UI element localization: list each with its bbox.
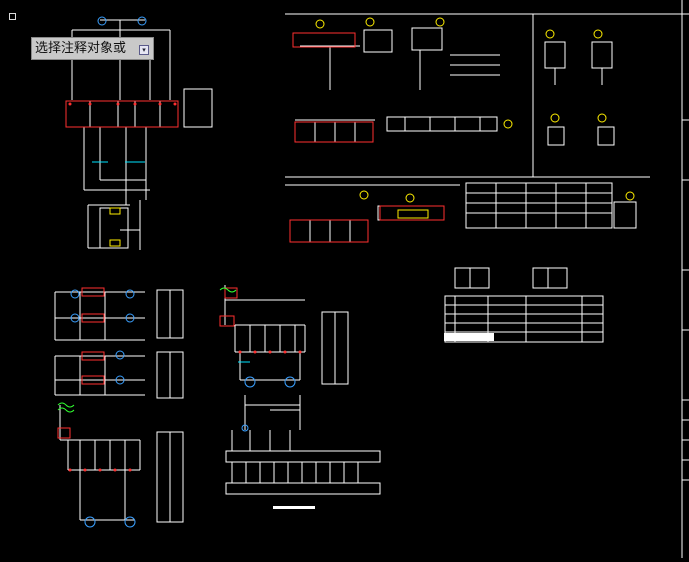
prompt-text: 选择注释对象或 [35,41,127,56]
middle-right-block [285,182,637,289]
terminal-dots [68,102,302,472]
colored-symbols [57,16,635,528]
viewport-corner-box [9,13,16,20]
prompt-dropdown-button[interactable]: ▾ [139,45,149,55]
top-right-panel [544,41,615,146]
top-center-panel [285,13,689,178]
right-title-strip [681,0,689,558]
center-middle-block [224,285,349,385]
white-blocks [273,333,494,509]
annotation-selection-prompt[interactable]: 选择注释对象或 [31,37,154,60]
center-terminal-strip [225,395,381,495]
left-bottom-block [59,405,184,523]
left-block-b [54,351,184,399]
parts-table [444,295,604,343]
left-block-a [54,289,184,341]
